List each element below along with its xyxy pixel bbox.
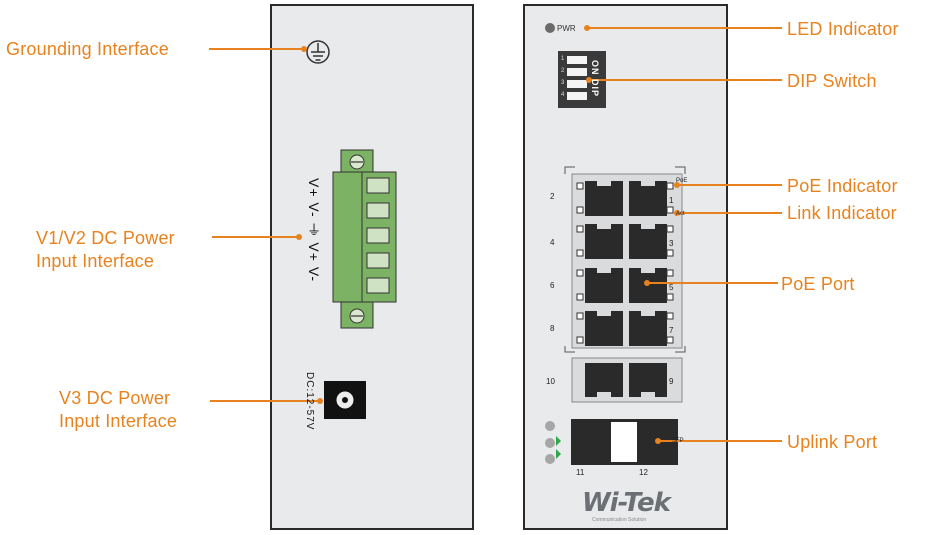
ground-symbol-icon [306, 40, 330, 64]
label-v3-line1: V3 DC Power [59, 388, 171, 408]
port-number-10: 10 [546, 377, 555, 386]
uplink-number-11: 11 [576, 468, 585, 477]
uplink-number-12: 12 [639, 468, 648, 477]
logo-subtitle: Communication Solution [592, 517, 647, 523]
label-led-indicator: LED Indicator [787, 19, 899, 39]
pwr-label: PWR [557, 24, 576, 33]
act-indicator-marking: Act [676, 211, 685, 217]
dc-voltage-marking: DC:12-57V [304, 372, 315, 431]
port-number-2: 2 [550, 192, 555, 201]
sfp-uplink-ports [571, 419, 678, 465]
dip-number-1: 1 [561, 56, 565, 62]
power-terminal-block [332, 149, 397, 329]
dip-number-3: 3 [561, 80, 565, 86]
label-dip-switch: DIP Switch [787, 71, 877, 91]
dip-number-4: 4 [561, 92, 565, 98]
label-grounding-interface: Grounding Interface [6, 39, 169, 59]
terminal-marking: V+ V- ⏚ V+ V- [306, 178, 322, 283]
dip-number-2: 2 [561, 68, 565, 74]
wi-tek-logo: Wi-Tek [582, 488, 671, 518]
label-v1v2-line2: Input Interface [36, 251, 155, 271]
port-number-9: 9 [669, 377, 674, 386]
label-uplink-port: Uplink Port [787, 432, 878, 452]
port-number-5: 5 [669, 283, 674, 292]
label-link-indicator: Link Indicator [787, 203, 897, 223]
port-number-6: 6 [550, 281, 555, 290]
sfp-leds [545, 421, 561, 464]
callout-lines [209, 25, 782, 444]
dip-switch [558, 51, 606, 108]
label-v3-line2: Input Interface [59, 411, 178, 431]
pwr-led [545, 23, 555, 33]
label-poe-indicator: PoE Indicator [787, 176, 898, 196]
rj45-ports [585, 181, 667, 397]
port-led-squares [576, 182, 674, 344]
sfp-marking: SFP [672, 438, 684, 444]
dc-jack [324, 381, 366, 419]
label-v1v2-line1: V1/V2 DC Power [36, 228, 175, 248]
poe-indicator-marking: PoE [676, 178, 688, 184]
port-number-8: 8 [550, 324, 555, 333]
port-group-bracket [564, 166, 686, 353]
port-number-1: 1 [669, 196, 674, 205]
port-number-3: 3 [669, 239, 674, 248]
port-number-4: 4 [550, 238, 555, 247]
label-poe-port: PoE Port [781, 274, 855, 294]
port-number-7: 7 [669, 326, 674, 335]
dip-marking: ON DIP [590, 60, 600, 98]
